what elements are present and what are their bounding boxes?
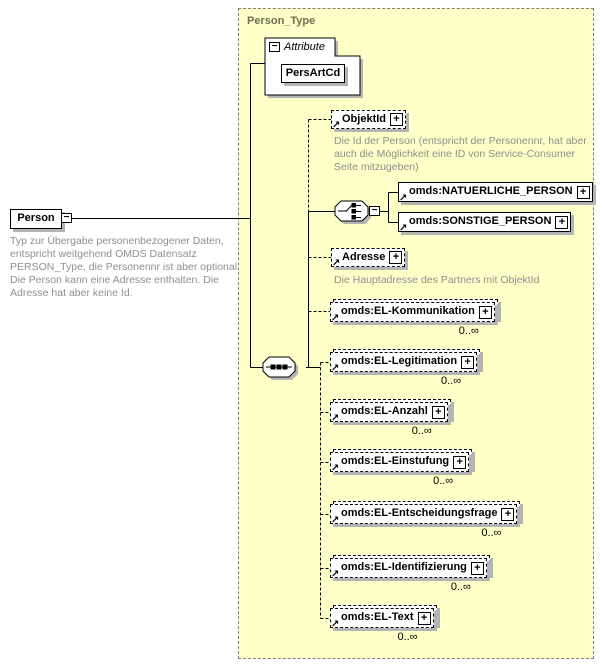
expand-button[interactable]: +	[461, 355, 475, 369]
attribute-group: − Attribute	[269, 41, 325, 53]
expand-button[interactable]: +	[453, 455, 467, 469]
person-collapse-button[interactable]: −	[61, 213, 72, 223]
element-box-el-kommunikation[interactable]: ↗ omds:EL-Kommunikation + 0..∞	[330, 299, 498, 337]
person-element-box[interactable]: Person	[10, 209, 62, 229]
reference-arrow-icon: ↗	[331, 569, 340, 580]
adresse-annotation: Die Hauptadresse des Partners mit Objekt…	[334, 274, 540, 286]
reference-arrow-icon: ↗	[332, 120, 341, 131]
choice-collapse-button[interactable]: −	[369, 206, 380, 216]
reference-arrow-icon: ↗	[331, 619, 340, 630]
element-box-objektid[interactable]: ↗ ObjektId +	[331, 110, 407, 131]
occurrence-label: 0..∞	[397, 631, 418, 643]
reference-arrow-icon: ↗	[331, 313, 340, 324]
expand-button[interactable]: +	[576, 185, 590, 199]
occurrence-label: 0..∞	[450, 581, 471, 593]
element-box-el-legitimation[interactable]: ↗ omds:EL-Legitimation + 0..∞	[330, 349, 481, 387]
expand-button[interactable]: +	[431, 405, 445, 419]
element-box-el-anzahl[interactable]: ↗ omds:EL-Anzahl + 0..∞	[330, 399, 451, 437]
occurrence-label: 0..∞	[458, 325, 479, 337]
choice-icon	[338, 203, 361, 220]
occurrence-label: 0..∞	[441, 375, 462, 387]
expand-button[interactable]: +	[555, 215, 569, 229]
element-box-el-text[interactable]: ↗ omds:EL-Text + 0..∞	[330, 605, 437, 643]
element-box-sonstige-person[interactable]: ↗ omds:SONSTIGE_PERSON +	[398, 212, 572, 234]
reference-arrow-icon: ↗	[331, 363, 340, 374]
expand-button[interactable]: +	[389, 251, 403, 264]
person-annotation: Typ zur Übergabe personenbezogener Daten…	[10, 235, 240, 299]
person-type-container: Person_Type	[238, 8, 594, 659]
sequence-connector[interactable]	[262, 356, 298, 380]
reference-arrow-icon: ↗	[331, 463, 340, 474]
reference-arrow-icon: ↗	[331, 515, 340, 526]
person-type-title: Person_Type	[247, 15, 316, 27]
element-box-el-einstufung[interactable]: ↗ omds:EL-Einstufung + 0..∞	[330, 449, 473, 487]
attribute-persartcd-box[interactable]: PersArtCd	[281, 64, 345, 83]
expand-button[interactable]: +	[417, 611, 431, 625]
element-box-natuerliche-person[interactable]: ↗ omds:NATUERLICHE_PERSON +	[398, 182, 593, 204]
expand-button[interactable]: +	[501, 507, 515, 521]
person-label: Person	[17, 212, 55, 224]
objektid-annotation: Die Id der Person (entspricht der Person…	[334, 135, 587, 173]
choice-connector[interactable]	[334, 200, 371, 224]
element-box-el-identifizierung[interactable]: ↗ omds:EL-Identifizierung + 0..∞	[330, 555, 490, 593]
occurrence-label: 0..∞	[481, 527, 502, 539]
reference-arrow-icon: ↗	[399, 193, 408, 204]
element-box-adresse[interactable]: ↗ Adresse +	[331, 248, 406, 269]
occurrence-label: 0..∞	[411, 425, 432, 437]
attribute-group-label: Attribute	[284, 41, 325, 53]
expand-button[interactable]: +	[390, 113, 404, 126]
attribute-group-collapse-button[interactable]: −	[269, 42, 280, 52]
occurrence-label: 0..∞	[433, 475, 454, 487]
reference-arrow-icon: ↗	[332, 258, 341, 269]
expand-button[interactable]: +	[470, 561, 484, 575]
element-box-el-entscheidungsfrage[interactable]: ↗ omds:EL-Entscheidungsfrage + 0..∞	[330, 501, 521, 539]
sequence-icon	[266, 364, 292, 370]
reference-arrow-icon: ↗	[331, 413, 340, 424]
reference-arrow-icon: ↗	[399, 223, 408, 234]
expand-button[interactable]: +	[478, 305, 492, 319]
persartcd-label: PersArtCd	[285, 66, 341, 79]
